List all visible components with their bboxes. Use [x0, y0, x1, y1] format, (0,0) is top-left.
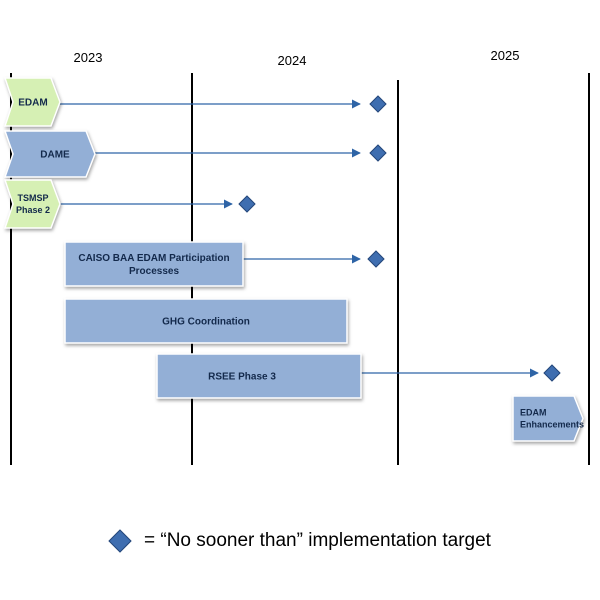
item-bar: [64, 241, 244, 287]
item-label-line: CAISO BAA EDAM Participation: [78, 253, 229, 264]
year-divider-2023: [10, 73, 12, 465]
year-label-2025: 2025: [490, 48, 520, 63]
item-label-line: Enhancements: [520, 420, 584, 430]
year-label-2023: 2023: [73, 50, 103, 65]
year-label-2024: 2024: [277, 53, 307, 68]
item-label-line: RSEE Phase 3: [208, 372, 276, 383]
target-diamond-icon: [369, 144, 387, 162]
item-bar: [3, 130, 96, 178]
item-label-line: DAME: [40, 150, 70, 161]
item-bar: [512, 395, 584, 442]
year-divider-2025: [397, 80, 399, 465]
item-bar: [3, 179, 61, 229]
item-label-line: Phase 2: [16, 205, 50, 215]
item-label-line: TSMSP: [17, 193, 48, 203]
target-diamond-icon: [367, 250, 385, 268]
legend-text: = “No sooner than” implementation target: [144, 530, 491, 551]
item-tsmsp-phase-2: TSMSP Phase 2: [3, 179, 256, 229]
year-divider-end: [588, 73, 590, 465]
target-diamond-icon: [238, 195, 256, 213]
diamond-marker-icon: [108, 529, 132, 553]
item-bar: [64, 298, 348, 344]
item-label-line: EDAM: [520, 408, 547, 418]
item-label-line: EDAM: [18, 98, 47, 109]
legend: = “No sooner than” implementation target: [108, 529, 491, 553]
item-bar: [3, 77, 61, 127]
item-rsee-phase-3: RSEE Phase 3: [156, 353, 561, 399]
target-diamond-icon: [543, 364, 561, 382]
item-bar: [156, 353, 362, 399]
item-dame: DAME: [3, 130, 387, 178]
target-diamond-icon: [369, 95, 387, 113]
item-ghg-coordination: GHG Coordination: [64, 298, 348, 344]
item-edam: EDAM: [3, 77, 387, 127]
item-label-line: Processes: [129, 266, 179, 277]
item-label-line: GHG Coordination: [162, 317, 250, 328]
item-edam-enhancements: EDAM Enhancements: [512, 395, 584, 442]
